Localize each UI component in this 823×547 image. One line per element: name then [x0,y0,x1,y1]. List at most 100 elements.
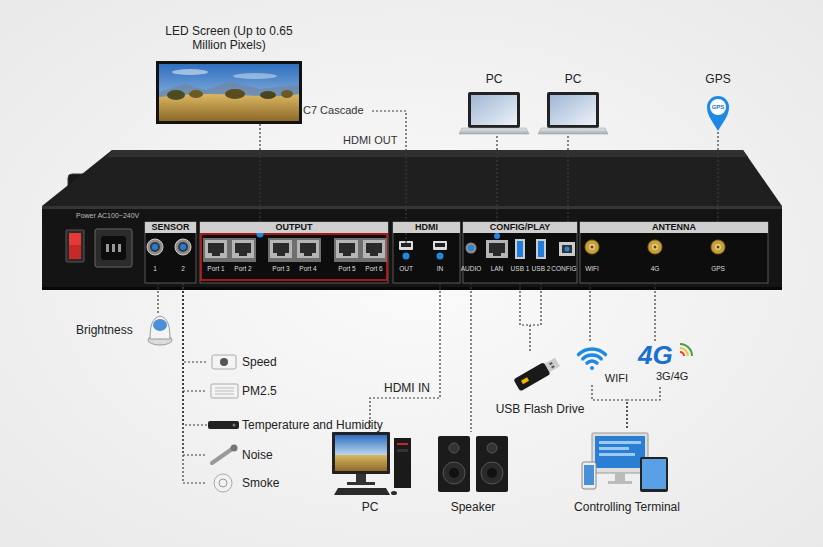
sensor-pictures [208,421,239,429]
cellular-module: 4G3G/4G [638,341,704,387]
laptop-pc: PC [458,72,530,136]
label-anchor: WIFI [585,265,599,273]
wifi-picture [579,349,606,355]
terminal-picture [608,481,632,484]
label-anchor: OUT [399,265,413,273]
port-pictures [147,231,725,281]
power-label: Power AC100~240V [76,211,782,220]
laptop-picture [459,92,608,134]
port-label: CONFIG [551,265,576,273]
node-label: PC [362,500,379,514]
sensor-pictures [219,479,227,487]
port-pictures [403,253,410,260]
terminal-picture [640,457,668,492]
label-anchor: IN [437,265,444,273]
speaker-picture [476,436,508,492]
port-label: WIFI [585,265,599,273]
label-anchor: GPS [711,265,725,273]
section-heading: CONFIG/PLAY [463,222,577,233]
label-anchor: Port 1 [207,265,224,273]
connector-line [470,283,471,432]
controller-chassis-picture [42,206,782,209]
sensor-pictures [220,358,228,366]
desktop-pc-picture [356,474,366,482]
node-label: Temperature and Humidity [242,418,383,432]
terminal-picture [615,473,625,481]
controller-chassis-picture [42,150,782,290]
port-pictures [591,246,720,249]
port-pictures [437,253,444,260]
port-pictures [493,253,501,256]
led-screen-picture [281,90,293,98]
usb-drive-picture [521,377,529,384]
panel-section: ANTENNA [580,222,768,283]
label-anchor: 4G [651,265,660,273]
controller-chassis-picture [463,222,577,283]
label-anchor: Port 6 [365,265,382,273]
label-anchor: Port 3 [272,265,289,273]
port-pictures [212,253,220,256]
speaker: Speaker [432,432,514,514]
connector-line [567,136,568,222]
port-pictures [334,238,387,262]
desktop-pc-picture [397,443,408,445]
panel-section: CONFIG/PLAY [463,222,577,283]
node-label: Brightness [76,323,133,337]
label-anchor: 2 [181,265,185,273]
port-pictures [589,244,595,250]
port-pictures [270,240,292,258]
controller-chassis-picture [69,233,81,259]
port-pictures [468,245,474,251]
controller-chassis-picture [393,222,460,283]
desktop-pc-picture [335,455,387,471]
laptop-pc: PC [537,72,609,136]
gps-pin-picture [707,96,729,131]
desktop-pc-picture [332,432,411,495]
terminal-picture [584,465,594,485]
connector-line [520,283,530,352]
port-pictures [273,243,289,253]
usb-drive-picture [513,362,550,392]
label-anchor: Port 4 [299,265,316,273]
sensor-pictures [233,424,236,427]
desktop-pc-picture [391,491,397,495]
controller-chassis-picture [66,230,84,262]
brightness-sensor: Brightness [76,314,176,346]
led-screen-picture [156,61,302,124]
label-anchor: CONFIG [551,265,576,273]
signal-arcs [680,344,692,356]
controlling-terminal: Controlling Terminal [565,430,689,514]
port-pictures [235,243,251,253]
port-pictures [559,242,575,256]
port-label: AUDIO [461,265,482,273]
connector-line [157,283,158,314]
wifi-module: WIFI [572,343,628,385]
speaker-picture [438,436,470,492]
label-anchor: Port 2 [234,265,251,273]
led-screen-picture [260,91,276,99]
controller-chassis-picture [200,222,388,283]
port-label: GPS [711,265,725,273]
sensor-pictures [211,384,238,398]
terminal-picture [582,462,596,489]
port-pictures [343,253,351,256]
led-screen-picture [167,90,185,100]
port-label: Port 3 [272,265,289,273]
port-label: LAN [491,265,504,273]
led-screen: LED Screen (Up to 0.65 Million Pixels) [150,24,308,124]
connector-line [183,283,207,455]
desktop-pc-picture [332,432,390,474]
port-pictures [304,253,312,256]
usb-drive-picture [551,365,555,368]
connector-line [717,132,718,222]
sensor-pictures [150,316,170,339]
controller-chassis-picture [42,206,782,290]
port-pictures [715,244,721,250]
smoke-sensor: Smoke [207,472,279,494]
port-label: Port 5 [338,265,355,273]
signal-arcs [680,344,692,356]
connector-line [183,283,207,391]
callout-label: HDMI OUT [343,134,397,147]
connector-line [627,387,660,430]
desktop-pc-picture [335,435,387,455]
